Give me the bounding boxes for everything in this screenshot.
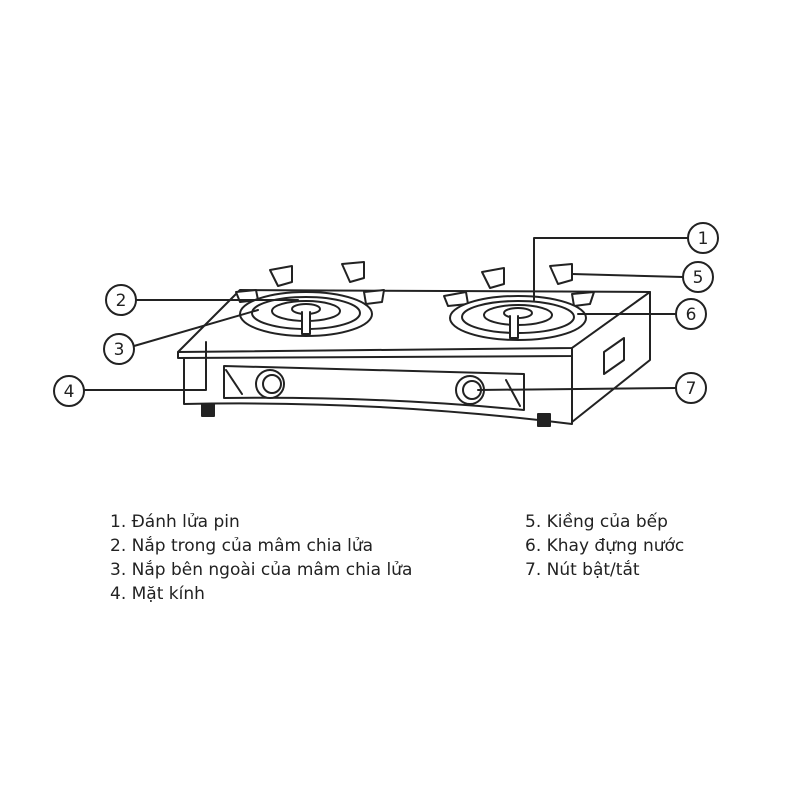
legend-item-4: 4. Mặt kính — [110, 584, 205, 604]
legend-right: 5. Kiềng của bếp 6. Khay đựng nước 7. Nú… — [525, 510, 684, 582]
callout-circle-5 — [682, 261, 714, 293]
legend-item-1: 1. Đánh lửa pin — [110, 512, 240, 532]
callout-circle-4 — [53, 375, 85, 407]
leader-line-7 — [477, 387, 677, 391]
legend-item-3: 3. Nắp bên ngoài của mâm chia lửa — [110, 560, 413, 580]
legend-left: 1. Đánh lửa pin 2. Nắp trong của mâm chi… — [110, 510, 412, 606]
callout-number-2: 2 — [116, 291, 127, 311]
callout-number-7: 7 — [686, 379, 697, 399]
callout-number-4: 4 — [64, 382, 75, 402]
callout-circle-3 — [103, 333, 135, 365]
callout-number-3: 3 — [114, 340, 125, 360]
callout-circle-6 — [675, 298, 707, 330]
leader-line-1 — [533, 237, 689, 301]
callout-circle-1 — [687, 222, 719, 254]
callout-circle-7 — [675, 372, 707, 404]
callout-number-5: 5 — [693, 268, 704, 288]
burner-right — [443, 263, 595, 341]
callout-number-1: 1 — [698, 229, 709, 249]
callout-circle-2 — [105, 284, 137, 316]
leader-lines — [83, 237, 689, 391]
legend-item-5: 5. Kiềng của bếp — [525, 512, 668, 532]
legend-item-2: 2. Nắp trong của mâm chia lửa — [110, 536, 374, 556]
leader-line-4 — [83, 341, 207, 391]
control-knob-left — [255, 369, 285, 399]
leader-line-3 — [133, 309, 259, 347]
legend-item-7: 7. Nút bật/tắt — [525, 560, 640, 580]
leader-line-5 — [571, 273, 684, 278]
callout-number-6: 6 — [686, 305, 697, 325]
legend-item-6: 6. Khay đựng nước — [525, 536, 685, 556]
